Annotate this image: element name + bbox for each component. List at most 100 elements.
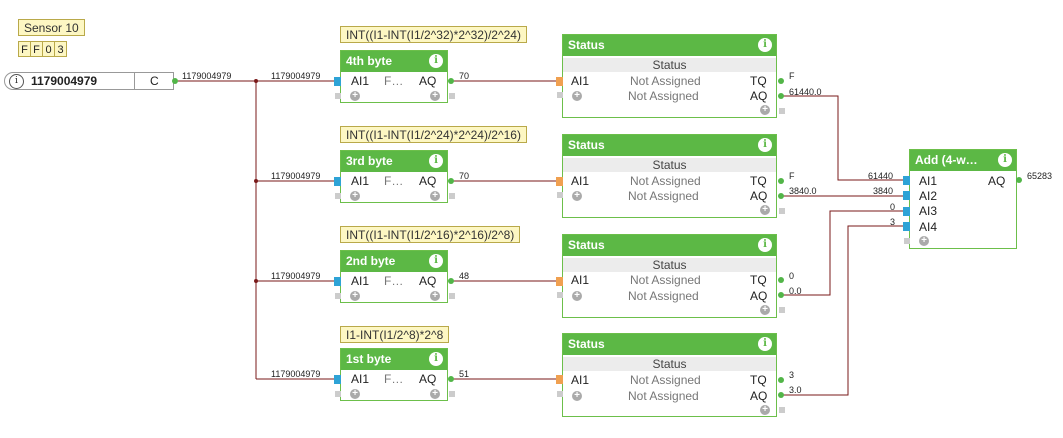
plus-icon[interactable]: + [760, 305, 770, 315]
sensor-name-label: Sensor 10 [18, 19, 85, 36]
output-pin-empty[interactable] [779, 108, 785, 114]
block-title: 3rd byte [346, 154, 393, 168]
info-icon[interactable]: i [429, 352, 443, 366]
input-pin-empty[interactable] [335, 293, 341, 299]
output-pin[interactable] [448, 278, 454, 284]
output-label: AQ [419, 372, 437, 386]
not-assigned-label: Not Assigned [630, 74, 701, 88]
plus-icon[interactable]: + [430, 291, 440, 301]
info-icon[interactable]: i [758, 138, 772, 152]
not-assigned-label: Not Assigned [628, 189, 699, 203]
plus-icon[interactable]: + [430, 91, 440, 101]
output-pin[interactable] [448, 78, 454, 84]
add-block[interactable]: Add (4-w…i AI1 AI2 AI3 AI4 AQ + [909, 149, 1017, 249]
input-pin-empty[interactable] [335, 391, 341, 397]
input-pin-empty[interactable] [557, 292, 563, 298]
input-pin-empty[interactable] [335, 93, 341, 99]
output-pin[interactable] [1016, 177, 1022, 183]
output-pin-empty[interactable] [779, 407, 785, 413]
tq-output-pin[interactable] [778, 178, 784, 184]
tq-output-pin[interactable] [778, 377, 784, 383]
input-pin[interactable] [903, 176, 910, 185]
status-subheader: Status [563, 58, 776, 72]
status-subheader: Status [563, 357, 776, 371]
input-pin[interactable] [556, 277, 563, 286]
info-icon[interactable]: i [429, 154, 443, 168]
add-input-value: 3 [890, 217, 896, 227]
input-label: AI1 [351, 372, 370, 386]
input-pin-empty[interactable] [335, 193, 341, 199]
output-pin-empty[interactable] [449, 293, 455, 299]
not-assigned-label: Not Assigned [628, 389, 699, 403]
input-pin[interactable] [903, 222, 910, 231]
plus-icon[interactable]: + [919, 236, 929, 246]
info-icon[interactable]: i [758, 337, 772, 351]
divider [134, 73, 135, 89]
aq-output-pin[interactable] [778, 193, 784, 199]
input-pin-empty[interactable] [904, 238, 910, 244]
status-subheader: Status [563, 258, 776, 272]
plus-icon[interactable]: + [350, 191, 360, 201]
input-pin[interactable] [556, 177, 563, 186]
output-label: AQ [419, 74, 437, 88]
output-pin[interactable] [448, 376, 454, 382]
input-pin[interactable] [334, 277, 341, 286]
plus-icon[interactable]: + [350, 91, 360, 101]
input-pin[interactable] [556, 77, 563, 86]
info-icon[interactable]: i [758, 238, 772, 252]
plus-icon[interactable]: + [350, 291, 360, 301]
output-pin-empty[interactable] [779, 307, 785, 313]
input-pin[interactable] [334, 177, 341, 186]
info-icon[interactable]: i [998, 153, 1012, 167]
info-icon[interactable]: i [9, 74, 24, 89]
formula-label: F… [384, 74, 404, 88]
input-pin[interactable] [903, 207, 910, 216]
plus-icon[interactable]: + [760, 205, 770, 215]
tq-output-pin[interactable] [778, 78, 784, 84]
plus-icon[interactable]: + [572, 191, 582, 201]
info-icon[interactable]: i [429, 254, 443, 268]
plus-icon[interactable]: + [572, 291, 582, 301]
formula-label: F… [384, 372, 404, 386]
input-pin-empty[interactable] [557, 391, 563, 397]
tq-output-pin[interactable] [778, 277, 784, 283]
output-pin-empty[interactable] [449, 93, 455, 99]
plus-icon[interactable]: + [430, 191, 440, 201]
plus-icon[interactable]: + [430, 389, 440, 399]
sensor-block[interactable]: i 1179004979 C [4, 72, 174, 90]
input-pin-empty[interactable] [557, 192, 563, 198]
output-pin[interactable] [448, 178, 454, 184]
aq-value: 3.0 [789, 385, 802, 395]
output-pin-empty[interactable] [779, 208, 785, 214]
aq-output-pin[interactable] [778, 392, 784, 398]
input-pin-empty[interactable] [557, 92, 563, 98]
input-pin[interactable] [334, 375, 341, 384]
not-assigned-label: Not Assigned [630, 373, 701, 387]
info-icon[interactable]: i [429, 54, 443, 68]
input-pin[interactable] [903, 191, 910, 200]
aq-output-pin[interactable] [778, 292, 784, 298]
tq-label: TQ [750, 273, 767, 287]
output-pin-empty[interactable] [449, 193, 455, 199]
aq-output-pin[interactable] [778, 93, 784, 99]
output-pin-empty[interactable] [449, 391, 455, 397]
plus-icon[interactable]: + [350, 389, 360, 399]
tq-label: TQ [750, 74, 767, 88]
info-icon[interactable]: i [758, 38, 772, 52]
plus-icon[interactable]: + [572, 91, 582, 101]
plus-icon[interactable]: + [760, 405, 770, 415]
output-label: AQ [419, 274, 437, 288]
plus-icon[interactable]: + [572, 391, 582, 401]
input-pin[interactable] [334, 77, 341, 86]
plus-icon[interactable]: + [760, 105, 770, 115]
sensor-output-pin[interactable] [172, 78, 178, 84]
input-pin[interactable] [556, 375, 563, 384]
